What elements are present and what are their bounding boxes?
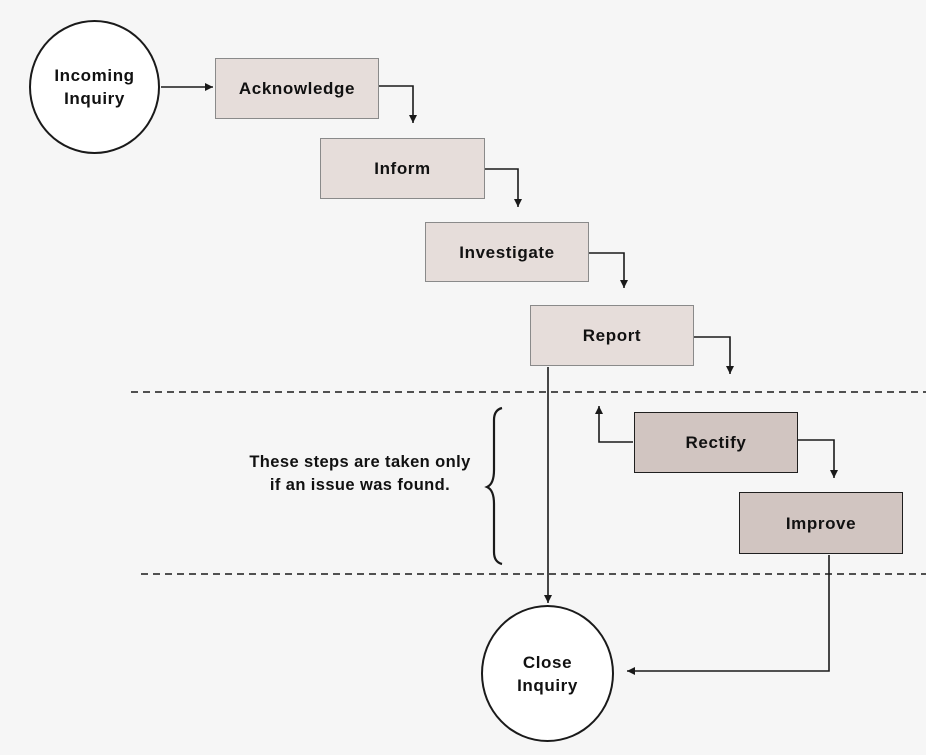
report-label: Report bbox=[582, 326, 642, 345]
inform-label: Inform bbox=[374, 159, 431, 178]
improve-label: Improve bbox=[785, 513, 857, 533]
curly-brace bbox=[484, 406, 503, 566]
investigate-to-report-arrow bbox=[589, 252, 628, 288]
acknowledge-step: Acknowledge bbox=[215, 58, 379, 119]
incoming-inquiry-node: Incoming Inquiry bbox=[29, 20, 160, 154]
inform-to-investigate-arrow bbox=[485, 168, 522, 207]
acknowledge-label: Acknowledge bbox=[238, 79, 356, 98]
report-to-conditional-arrow bbox=[694, 336, 734, 374]
improve-to-close-arrow bbox=[627, 555, 830, 675]
improve-step: Improve bbox=[739, 492, 903, 554]
report-step: Report bbox=[530, 305, 694, 366]
investigate-label: Investigate bbox=[459, 242, 555, 262]
close-inquiry-label: Close Inquiry bbox=[517, 652, 578, 695]
rectify-to-improve-arrow bbox=[798, 439, 838, 478]
rectify-label: Rectify bbox=[685, 433, 747, 452]
investigate-step: Investigate bbox=[425, 222, 589, 282]
inform-step: Inform bbox=[320, 138, 485, 199]
rectify-step: Rectify bbox=[634, 412, 798, 473]
conditional-steps-note: These steps are taken only if an issue w… bbox=[249, 453, 471, 494]
incoming-inquiry-label: Incoming Inquiry bbox=[54, 66, 135, 108]
acknowledge-to-inform-arrow bbox=[379, 85, 417, 123]
close-inquiry-node: Close Inquiry bbox=[481, 605, 614, 742]
rectify-loop-arrow bbox=[595, 406, 633, 443]
